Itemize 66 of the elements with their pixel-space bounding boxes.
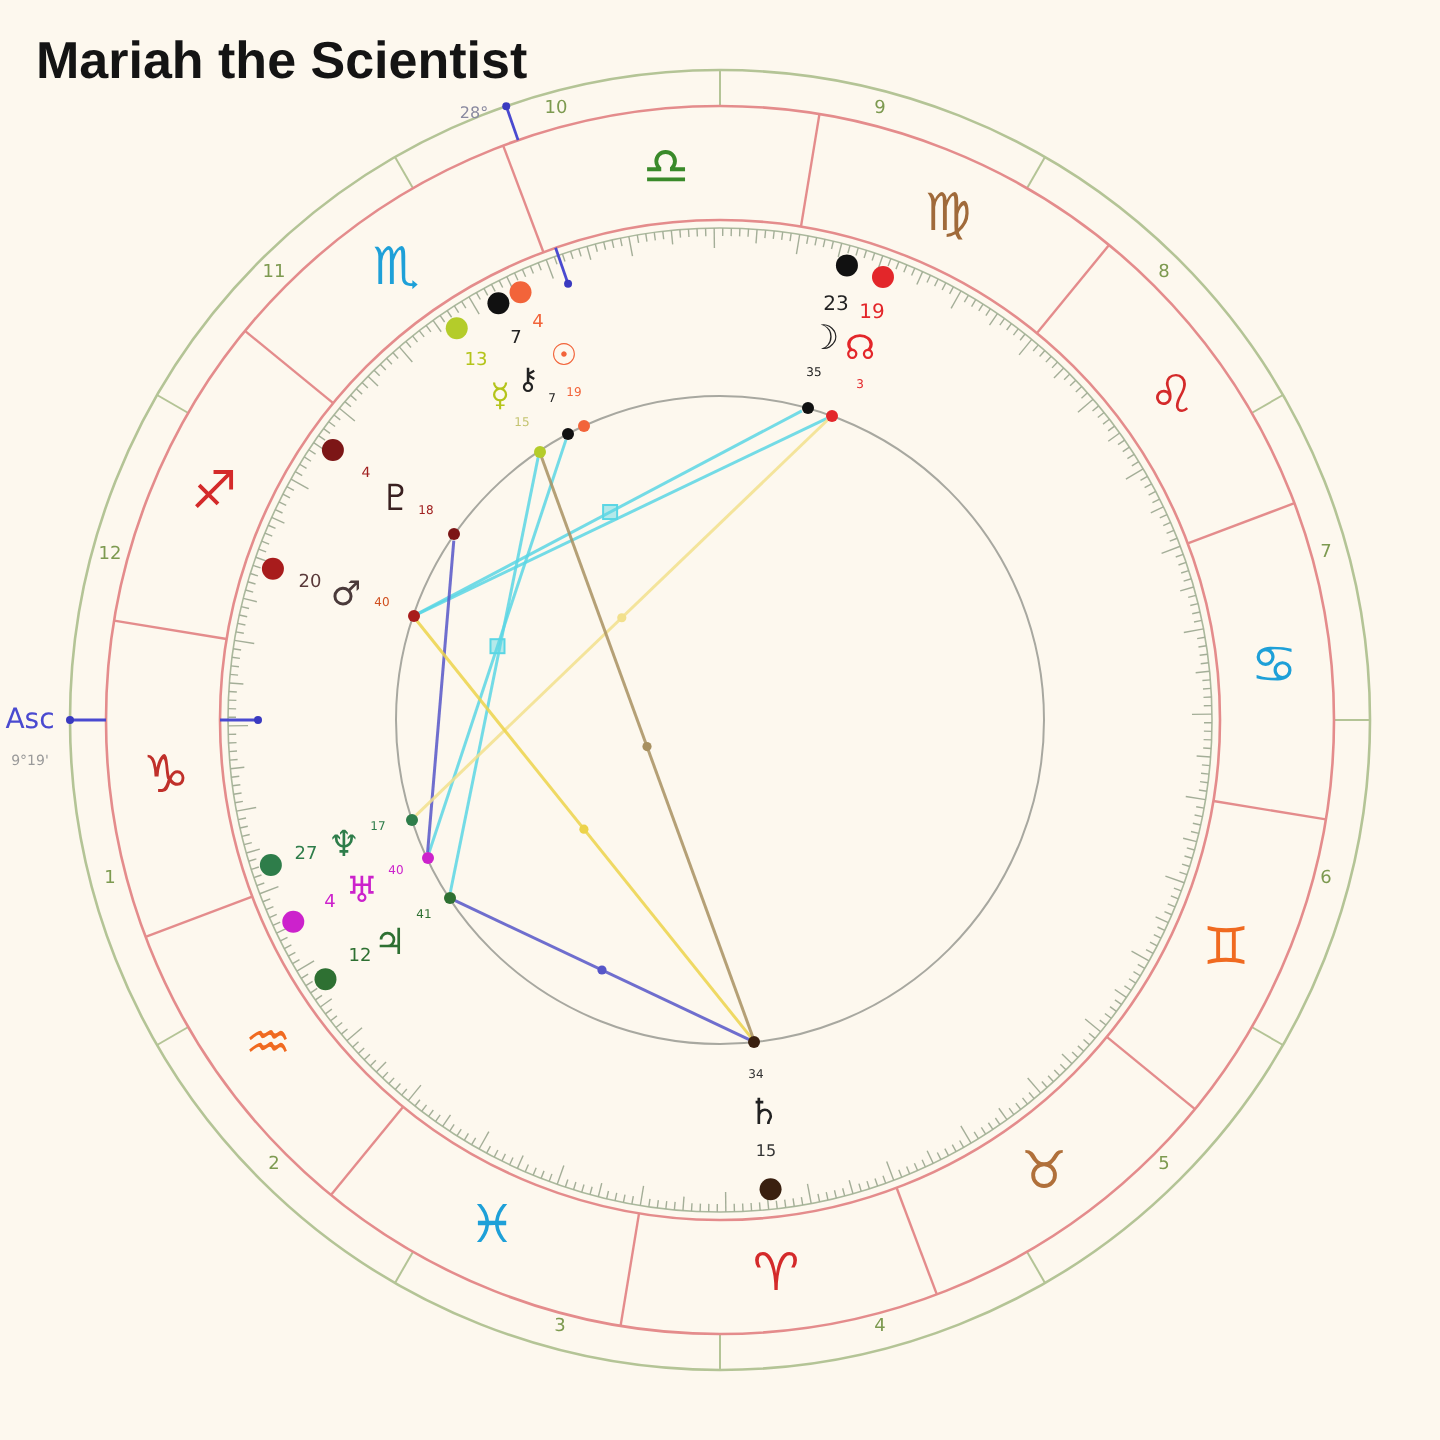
planet-symbol: ☊ xyxy=(844,333,876,367)
aspect-line xyxy=(453,899,750,1041)
zodiac-sign-symbol: ♐ xyxy=(190,466,238,518)
house-number: 3 xyxy=(554,1319,566,1337)
house-number: 10 xyxy=(544,101,568,119)
aspect-line xyxy=(415,619,753,1039)
degree-label: 27 xyxy=(294,847,318,865)
degree-label: 19 xyxy=(859,304,885,324)
house-number: 8 xyxy=(1158,265,1170,283)
planet-symbol: ☽ xyxy=(808,323,840,357)
aspect-point xyxy=(801,401,814,414)
aspect-point xyxy=(407,610,420,623)
zodiac-sign-symbol: ♌ xyxy=(1148,370,1196,422)
zodiac-sign-symbol: ♏ xyxy=(372,242,420,294)
house-number: 4 xyxy=(874,1319,886,1337)
degree-label: 12 xyxy=(348,949,372,967)
zodiac-sign-symbol: ♍ xyxy=(924,188,972,240)
aspect-line xyxy=(426,540,456,853)
planet-symbol: ♄ xyxy=(747,1096,781,1132)
house-number: 5 xyxy=(1158,1157,1170,1175)
aspect-point xyxy=(825,409,838,422)
planet-symbol: ♅ xyxy=(345,874,379,910)
zodiac-sign-symbol: ♑ xyxy=(142,750,190,802)
aspect-point xyxy=(443,891,456,904)
degree-label: 4 xyxy=(324,895,336,913)
mc-degree-label: 28° xyxy=(459,106,489,122)
degree-label: 4 xyxy=(532,315,544,333)
house-number: 12 xyxy=(98,547,122,565)
zodiac-sign-symbol: ♒ xyxy=(244,1018,292,1070)
zodiac-sign-symbol: ♊ xyxy=(1202,922,1250,974)
aspect-line xyxy=(448,456,540,893)
planet-symbol: ♇ xyxy=(379,482,413,518)
house-number: 6 xyxy=(1320,871,1332,889)
degree-label: 7 xyxy=(510,331,522,349)
zodiac-sign-symbol: ♉ xyxy=(1020,1146,1068,1198)
planet-symbol: ♂ xyxy=(330,579,362,613)
aspect-point xyxy=(748,1036,761,1049)
zodiac-sign-symbol: ♈ xyxy=(752,1248,800,1300)
chart-title: Mariah the Scientist xyxy=(36,34,528,86)
aspect-point xyxy=(561,427,574,440)
aspect-point xyxy=(533,445,546,458)
aspect-point xyxy=(577,420,590,433)
ascendant-label: Asc xyxy=(5,706,55,734)
aspect-line xyxy=(427,439,568,854)
aspect-line xyxy=(540,456,754,1037)
aspect-point xyxy=(405,813,418,826)
planet-symbol: ⚷ xyxy=(517,365,539,395)
house-number: 11 xyxy=(262,265,286,283)
zodiac-sign-symbol: ♓ xyxy=(468,1200,516,1252)
aspect-point xyxy=(421,852,434,865)
zodiac-sign-symbol: ♋ xyxy=(1250,640,1298,692)
planet-symbol: ☿ xyxy=(490,380,510,412)
degree-label: 13 xyxy=(464,353,488,371)
house-number: 1 xyxy=(104,871,116,889)
degree-label: 20 xyxy=(298,575,322,593)
house-number: 9 xyxy=(874,101,886,119)
zodiac-sign-symbol: ♎ xyxy=(642,142,690,194)
house-number: 2 xyxy=(268,1157,280,1175)
planet-symbol: ♃ xyxy=(373,926,407,962)
degree-label: 23 xyxy=(823,296,849,316)
planet-symbol: ☉ xyxy=(550,341,578,371)
planet-symbol: ♆ xyxy=(327,828,361,864)
aspect-line xyxy=(414,418,829,817)
degree-label: 15 xyxy=(755,1144,777,1160)
aspect-point xyxy=(448,528,461,541)
house-number: 7 xyxy=(1320,545,1332,563)
